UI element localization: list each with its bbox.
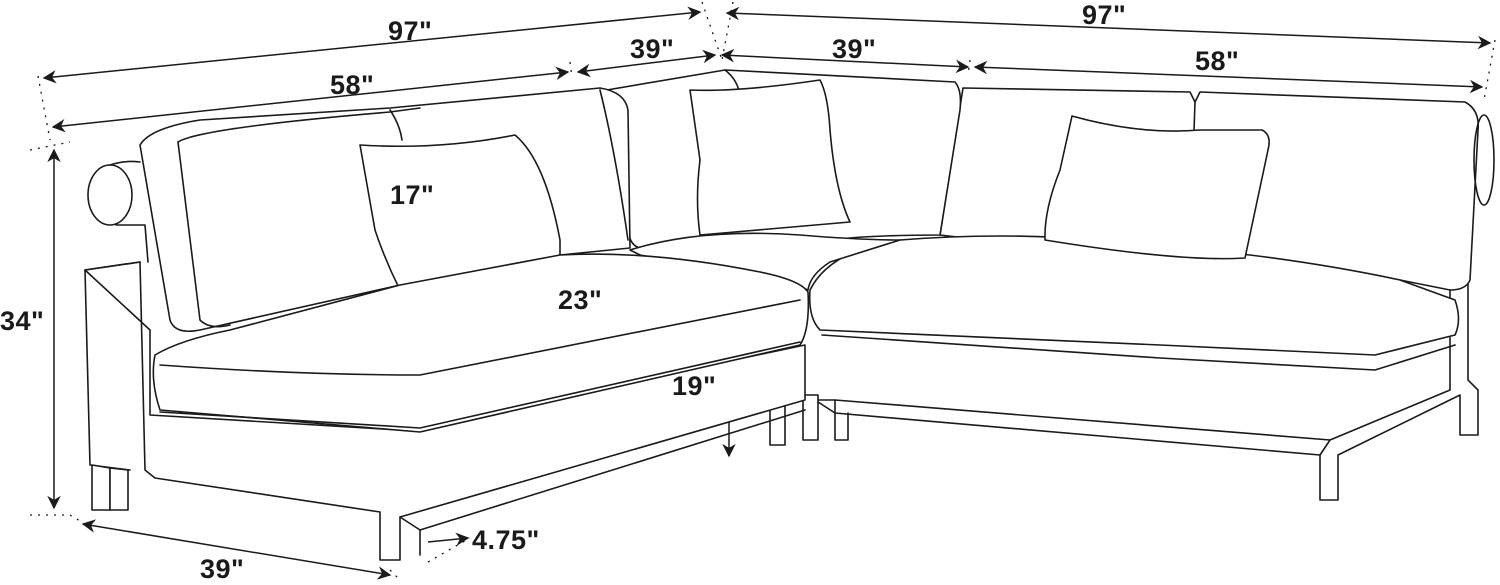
dimension-label-back-height: 17" [390,180,435,210]
dimension-label-left-overall-width: 97" [388,16,433,46]
left-leg [91,464,111,511]
corner-pillow [689,79,851,236]
dimension-label-right-overall-width: 97" [1082,0,1127,30]
left-leg [109,467,129,511]
right-section-base [814,219,1479,501]
dimension-label-seat-height: 19" [672,371,717,401]
corner-leg [802,394,819,441]
dimension-label-overall-height: 34" [0,306,45,336]
left-section-base [84,261,806,561]
sofa-outline [84,69,1495,561]
dimension-label-left-corner-width: 39" [630,34,675,64]
left-pillow [359,134,561,291]
dimension-label-leg-height: 4.75" [472,525,540,555]
right-pillow [1044,115,1270,260]
dimension-lines [29,1,1496,581]
dimension-label-depth: 39" [200,554,245,584]
corner-seat-cushion [629,232,901,291]
dimension-label-left-section-width: 58" [330,70,375,100]
dimension-label-right-section-width: 58" [1195,46,1240,76]
dimension-label-right-corner-width: 39" [832,34,877,64]
dimension-label-seat-depth: 23" [558,285,603,315]
left-arm-bolster [87,164,133,226]
